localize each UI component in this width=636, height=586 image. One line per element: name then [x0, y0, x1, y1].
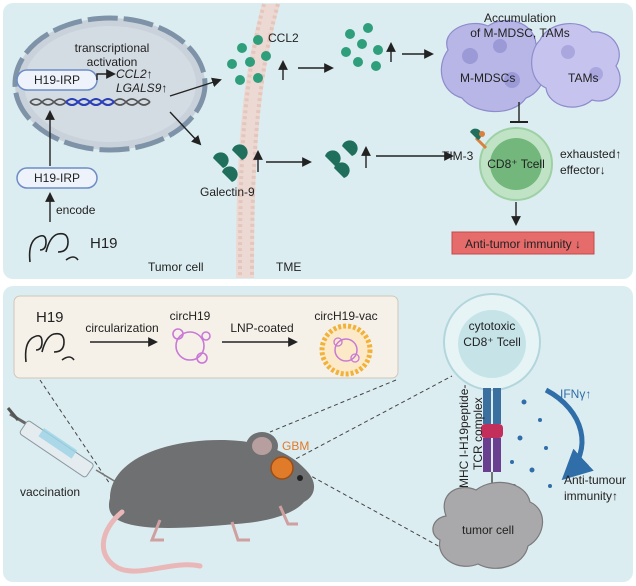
tumor-cell-nucleus: [12, 15, 208, 153]
encode-label: encode: [56, 203, 96, 217]
ifn-gamma-droplets: [510, 399, 552, 488]
circh19-label: circH19: [170, 309, 211, 323]
outcome-box: [451, 231, 595, 255]
tumor-cell-label: Tumor cell: [148, 260, 204, 274]
galectin-secretion-arrow: [169, 111, 202, 146]
circh19-icon: [172, 328, 211, 364]
transcriptional-label-1: transcriptional: [75, 41, 150, 55]
h19-irp-nuclear-label: H19-IRP: [34, 73, 80, 87]
tim3-label: TIM-3: [442, 149, 474, 163]
vaccination-label: vaccination: [20, 485, 80, 499]
lnp-vaccine-icon: [319, 323, 373, 377]
tcell-label: CD8⁺ Tcell: [487, 157, 544, 171]
accumulation-label-2: of M-MDSC, TAMs: [470, 26, 570, 40]
tumor-cell-bottom-label: tumor cell: [462, 523, 514, 537]
galectin-9-cluster-1: [213, 144, 248, 182]
h19-irp-cyto-pill: [16, 167, 98, 189]
bottom-h19-label: H19: [36, 309, 64, 326]
tcr-mhc-complex-icon: [481, 388, 503, 492]
gbm-label: GBM: [282, 439, 309, 453]
vaccine-construction-box: [13, 295, 399, 379]
target-ccl2: CCL2↑: [116, 67, 153, 81]
dna-helix-icon: [29, 98, 151, 106]
cytotoxic-t-cell: [443, 293, 541, 391]
mhc-label-2: TCR complex: [471, 397, 485, 470]
ccl2-cluster-1: [227, 35, 271, 85]
h19-rna-icon-bottom: [24, 332, 75, 363]
zoom-guide-right: [269, 379, 397, 433]
zoom-guide-tumor: [299, 469, 443, 549]
exhausted-label: exhausted↑: [560, 147, 621, 161]
ccl2-secretion-arrow: [169, 77, 222, 97]
circh19-vac-label: circH19-vac: [314, 309, 377, 323]
cytotoxic-tcell-label: CD8⁺ Tcell: [463, 335, 520, 349]
tam-cluster: [531, 23, 621, 108]
mmdscs-label: M-MDSCs: [460, 71, 515, 85]
cytotoxic-label: cytotoxic: [469, 319, 516, 333]
cd8-t-cell: [479, 127, 553, 201]
outcome-label: Anti-tumor immunity ↓: [465, 237, 581, 251]
effector-label: effector↓: [560, 163, 606, 177]
lnp-coated-label: LNP-coated: [230, 321, 293, 335]
ifn-label: IFNγ↑: [560, 387, 591, 401]
h19-irp-cyto-label: H19-IRP: [34, 171, 80, 185]
tim-3-receptor-icon: [470, 128, 488, 150]
galectin-label: Galectin-9: [200, 185, 255, 199]
zoom-guide-tcell: [289, 375, 453, 463]
tumor-cell-shape: [432, 481, 544, 569]
ccl2-cluster-2: [341, 23, 383, 71]
activation-arrow: [96, 69, 116, 80]
mouse-icon: [100, 432, 315, 574]
galectin-9-cluster-2: [325, 140, 358, 178]
tams-label: TAMs: [568, 71, 598, 85]
syringe-icon: [6, 407, 137, 495]
mhc-label-1: MHC I-H19peptide-: [457, 385, 471, 488]
m-mdsc-cluster: [440, 19, 547, 113]
accumulation-label-1: Accumulation: [484, 11, 556, 25]
circularization-label: circularization: [85, 321, 158, 335]
cell-membrane: [236, 3, 280, 279]
anti-tumour-label-2: immunity↑: [564, 489, 618, 503]
target-lgals9: LGALS9↑: [116, 81, 167, 95]
h19-label: H19: [90, 235, 118, 252]
tme-label: TME: [276, 260, 301, 274]
h19-rna-icon: [28, 232, 79, 263]
transcriptional-label-2: activation: [87, 55, 138, 69]
anti-tumour-label-1: Anti-tumour: [564, 473, 626, 487]
ifn-gamma-arrow: [544, 387, 594, 481]
ccl2-label: CCL2: [268, 31, 299, 45]
